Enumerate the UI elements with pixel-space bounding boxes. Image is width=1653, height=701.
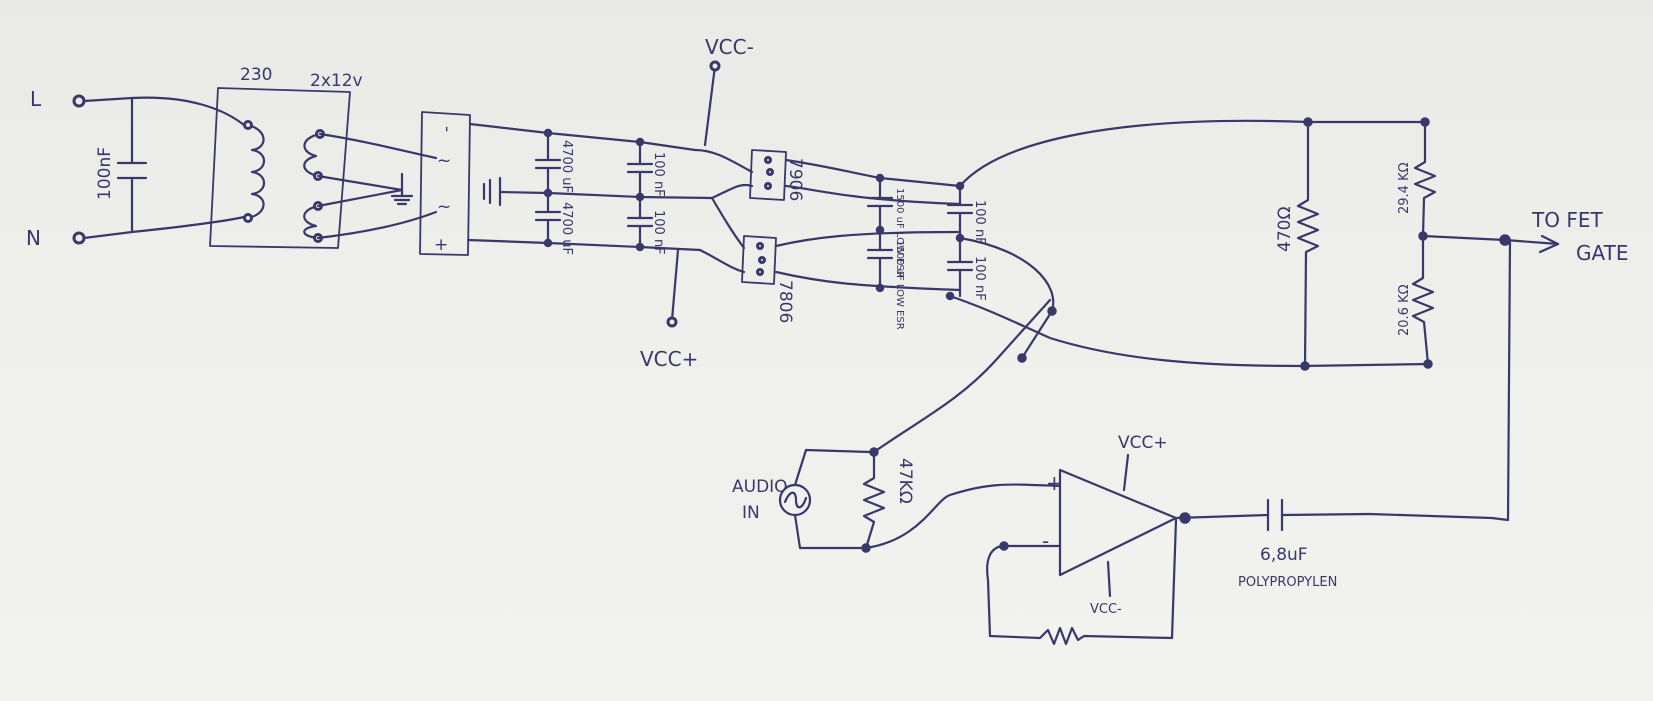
terminal-l-label: L (30, 87, 42, 111)
audio-source-wires (793, 448, 872, 550)
resistor-47k (862, 450, 886, 550)
bias-bottom-wire (948, 294, 1430, 368)
cap-out-small-top (946, 184, 974, 240)
bridge-ac2-label: ~ (437, 197, 451, 217)
cap-bulk-top (534, 131, 562, 195)
opamp-vcc-plus-label: VCC+ (1118, 433, 1168, 453)
opamp-minus-label: - (1042, 529, 1049, 553)
mains-capacitor (116, 161, 148, 180)
opamp-buffer: + - VCC+ VCC- 6,8uF POLYPROPYLEN (986, 238, 1512, 646)
terminal-n-label: N (26, 226, 41, 250)
output-label-line1: TO FET (1531, 208, 1603, 232)
cap-out-top-label: 1500 uF LOW ESR (894, 188, 905, 278)
positive-rail (466, 238, 702, 252)
resistor-47k-label: 47KΩ (895, 458, 915, 504)
cap-out-small-bottom (946, 236, 974, 298)
coupling-capacitor (1266, 498, 1284, 532)
coupling-cap-type-label: POLYPROPYLEN (1238, 575, 1337, 590)
bias-top-wire (958, 119, 1427, 188)
transformer-box (209, 87, 351, 249)
vcc-plus-label: VCC+ (640, 347, 698, 371)
bridge-box (419, 111, 471, 256)
terminal-n (72, 231, 86, 245)
bridge-minus-label: - (437, 126, 457, 132)
mains-input: L N 100nF (26, 87, 246, 250)
vcc-minus-label: VCC- (705, 35, 754, 59)
resistor-29k4 (1413, 120, 1437, 238)
bridge-rectifier: - ~ ~ + (419, 111, 471, 256)
bridge-plus-label: + (434, 235, 448, 255)
opamp-feedback-resistor (986, 518, 1178, 646)
bridge-ac1-label: ~ (437, 151, 451, 171)
opamp-plus-label: + (1046, 471, 1063, 495)
opamp-vcc-minus-label: VCC- (1090, 602, 1122, 617)
ground-symbol-center-tap (390, 172, 414, 206)
regulator-7906-body (749, 149, 787, 201)
primary-winding (246, 123, 266, 220)
transformer-primary-label: 230 (240, 65, 272, 85)
vcc-plus-wire (670, 248, 680, 322)
cap-small-bottom (626, 195, 654, 249)
coupling-to-gate-wire (1280, 238, 1512, 522)
resistor-20k6 (1411, 234, 1435, 366)
audio-hot-to-rail (872, 298, 1052, 454)
audio-label-line2: IN (742, 503, 760, 523)
rail-crossover (958, 236, 1055, 360)
opamp-triangle (1058, 468, 1178, 577)
negative-rail (468, 122, 697, 152)
ground-rail (498, 190, 714, 200)
regulator-7806-label: 7806 (775, 280, 795, 323)
resistor-29k4-label: 29.4 KΩ (1397, 162, 1412, 214)
ground-symbol-filter (482, 176, 502, 207)
vcc-minus-wire (703, 64, 717, 147)
cap-bulk-top-label: 4700 uF (559, 140, 574, 193)
rail-labels: VCC- VCC+ (640, 35, 754, 371)
audio-to-opamp-plus (864, 483, 1062, 550)
regulator-7906-label: 7906 (785, 158, 805, 201)
secondary-wiring (316, 132, 438, 240)
regulators: 7906 7806 (693, 148, 962, 323)
transformer-secondary-label: 2x12v (310, 71, 363, 91)
bias-network: 470Ω 29.4 KΩ 20.6 KΩ TO FET GATE (948, 117, 1628, 371)
audio-label-line1: AUDIO (732, 477, 788, 497)
cap-bulk-bottom-label: 4700 uF (559, 202, 574, 255)
output-caps: 1500 uF LOW ESR 1500 uF LOW ESR 100 nF 1… (866, 173, 987, 330)
cap-small-top-label: 100 nF (651, 152, 666, 197)
cap-out-small-bottom-label: 100 nF (972, 256, 987, 301)
cap-small-top (626, 140, 654, 199)
secondary-winding-bottom (303, 204, 320, 240)
mains-cap-label: 100nF (95, 147, 115, 200)
regulator-7806-body (741, 235, 777, 285)
cap-bulk-bottom (534, 191, 562, 245)
audio-input-section: AUDIO IN 47KΩ (732, 236, 1062, 553)
resistor-20k6-label: 20.6 KΩ (1397, 284, 1412, 336)
cap-out-bottom (866, 230, 894, 290)
cap-out-bottom-label: 1500 uF LOW ESR (894, 240, 905, 330)
output-label-line2: GATE (1576, 241, 1628, 265)
resistor-470 (1296, 120, 1320, 368)
fet-gate-arrow (1538, 234, 1560, 254)
resistor-470-label: 470Ω (1275, 207, 1295, 252)
transformer: 230 2x12v (209, 65, 438, 249)
reg-bottom-output (774, 270, 962, 292)
fet-gate-wire (1421, 234, 1560, 246)
coupling-cap-label: 6,8uF (1260, 545, 1308, 565)
cap-out-top (866, 176, 894, 230)
cap-out-small-top-label: 100 nF (972, 200, 987, 245)
cap-small-bottom-label: 100 nF (651, 210, 666, 255)
mains-to-transformer (130, 96, 246, 234)
secondary-winding-top (303, 132, 322, 178)
reg-top-output (784, 158, 962, 188)
terminal-l (72, 94, 86, 108)
filter-section: 4700 uF 4700 uF 100 nF 100 nF (466, 122, 714, 255)
